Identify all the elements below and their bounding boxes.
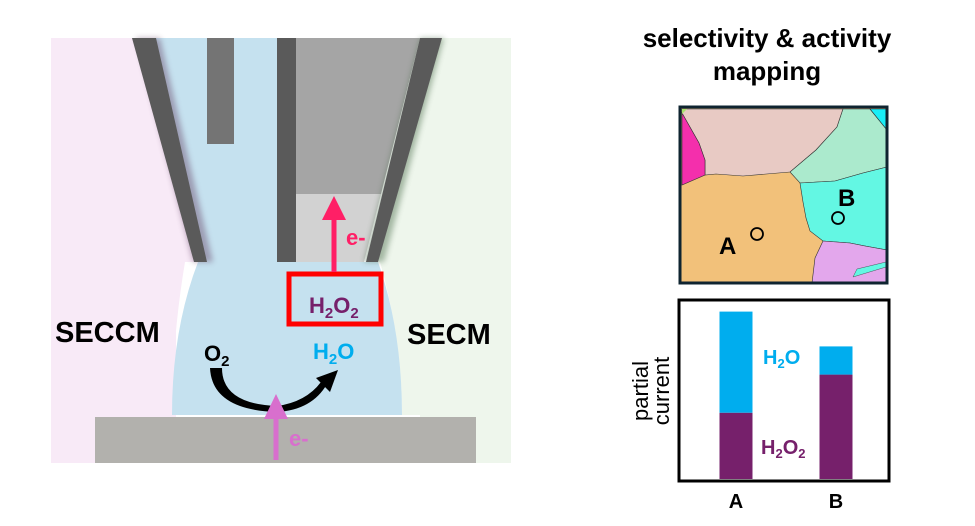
bar-a-h2o2 — [719, 412, 753, 479]
legend-h2o: H2O — [763, 347, 800, 371]
electron-arrow-up-tip-head — [322, 196, 346, 220]
legend-h2o2: H2O2 — [761, 437, 805, 461]
electron-label-substrate: e- — [289, 426, 309, 451]
grain-lime-corner — [682, 109, 687, 114]
grain-map-frame — [678, 105, 889, 285]
mapping-title-line1: selectivity & activity — [643, 23, 892, 53]
electron-arrow-up-substrate-head — [264, 394, 288, 419]
bar-b-h2o2 — [819, 374, 853, 479]
electron-label-tip: e- — [346, 225, 366, 250]
secm-region — [378, 38, 511, 415]
seccm-label: SECCM — [55, 317, 160, 349]
o2-reactant-label: O2 — [204, 341, 229, 370]
bar-a-h2o — [719, 311, 753, 413]
bar-b-h2o — [819, 346, 853, 375]
mapping-panel: selectivity & activity mapping A B parti… — [628, 23, 892, 513]
secm-label: SECM — [407, 319, 491, 351]
x-tick-b: B — [829, 491, 843, 513]
secm-pipette-inner-wall — [277, 38, 296, 262]
secm-pipette-outer-wall — [366, 38, 442, 262]
h2o2-highlight-box — [286, 271, 384, 327]
h2o2-product-label: H2O2 — [309, 293, 359, 322]
partial-current-chart: partial current A B H2O H2O2 — [628, 298, 891, 513]
substrate — [95, 417, 476, 463]
point-b-marker — [831, 211, 845, 225]
y-axis-label-line1: partial — [628, 361, 653, 421]
x-tick-a: A — [729, 491, 743, 513]
schematic-panel: SECCM SECM H2O2 e- O2 H2O e- — [51, 38, 511, 463]
y-axis-label-line2: current — [649, 357, 674, 425]
chart-frame — [677, 298, 891, 483]
grain-map: A B — [678, 105, 889, 285]
chart-bars — [719, 311, 853, 479]
point-a-label: A — [719, 233, 736, 260]
point-b-label: B — [838, 185, 855, 212]
secm-electrode-body — [296, 38, 420, 194]
secm-electrode-tip — [296, 194, 381, 262]
point-a-marker — [750, 227, 764, 241]
seccm-reference-electrode — [207, 38, 234, 144]
mapping-title-line2: mapping — [713, 56, 821, 86]
reaction-curved-arrow — [210, 368, 327, 412]
seccm-pipette-wall — [132, 38, 207, 262]
h2o-product-label: H2O — [313, 339, 354, 368]
reaction-arrow-head — [316, 370, 338, 392]
grain-magenta — [681, 111, 706, 186]
